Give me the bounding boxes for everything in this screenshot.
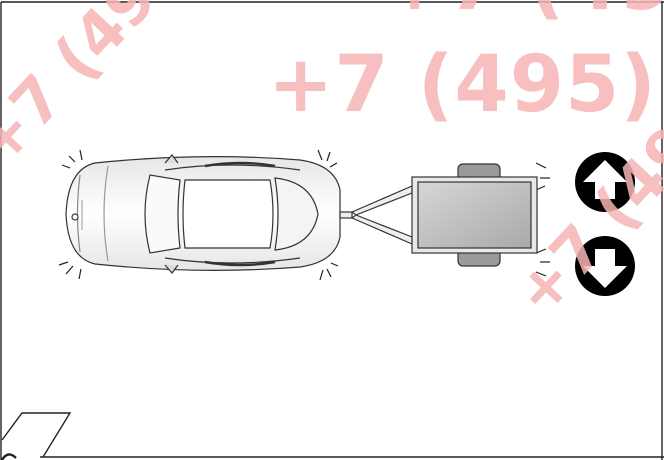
arrow-down-circle-icon bbox=[575, 236, 635, 296]
arrow-up-circle-icon bbox=[575, 152, 635, 212]
tow-bar bbox=[339, 185, 413, 245]
trailer-top-view-icon bbox=[411, 163, 538, 267]
car-top-view-icon bbox=[65, 154, 341, 274]
indicator-marks bbox=[58, 149, 550, 281]
